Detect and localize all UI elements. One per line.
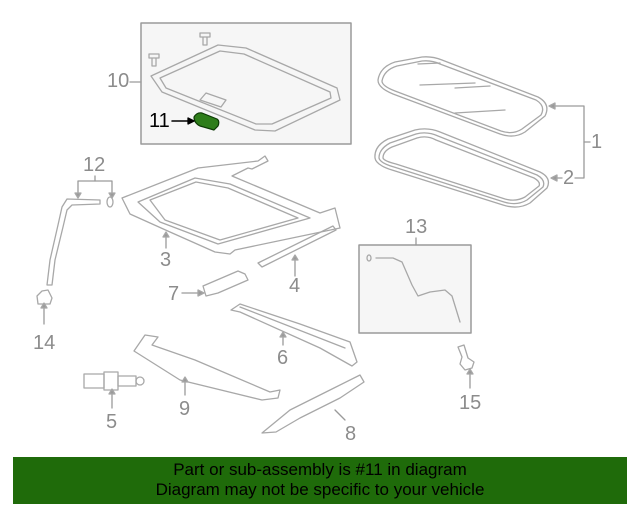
hose-elbow-drawing bbox=[457, 344, 475, 371]
callout-15[interactable]: 15 bbox=[459, 392, 482, 414]
callout-6[interactable]: 6 bbox=[277, 347, 289, 369]
banner-line-1: Part or sub-assembly is #11 in diagram bbox=[173, 460, 467, 479]
screw-icon bbox=[148, 32, 211, 67]
parts-diagram bbox=[36, 22, 591, 434]
deflector-drawing bbox=[257, 225, 337, 268]
callout-9[interactable]: 9 bbox=[179, 398, 191, 420]
callout-3[interactable]: 3 bbox=[160, 249, 172, 271]
banner-line-2: Diagram may not be specific to your vehi… bbox=[155, 480, 485, 499]
rear-drain-hose-box bbox=[358, 244, 472, 334]
motor-drawing bbox=[83, 371, 145, 391]
callout-11[interactable]: 11 bbox=[149, 110, 170, 132]
callout-10[interactable]: 10 bbox=[107, 70, 130, 92]
callout-14[interactable]: 14 bbox=[33, 332, 56, 354]
sunshade-panel-drawing bbox=[150, 44, 341, 132]
callout-2[interactable]: 2 bbox=[563, 167, 575, 189]
drive-cable-drawing bbox=[133, 334, 281, 401]
sunshade-handle-highlighted bbox=[193, 112, 220, 131]
callout-7[interactable]: 7 bbox=[168, 283, 180, 305]
guide-rail-drawing bbox=[261, 374, 365, 434]
callout-13[interactable]: 13 bbox=[405, 216, 428, 238]
info-banner: Part or sub-assembly is #11 in diagram D… bbox=[13, 457, 627, 504]
callout-1[interactable]: 1 bbox=[591, 131, 603, 153]
callout-5[interactable]: 5 bbox=[106, 411, 118, 433]
weatherstrip-drawing bbox=[374, 128, 550, 208]
rear-rail-drawing bbox=[230, 303, 358, 367]
sunroof-glass-drawing bbox=[377, 56, 548, 137]
callout-8[interactable]: 8 bbox=[345, 423, 357, 445]
drain-hose-drawing bbox=[36, 196, 114, 305]
rear-drain-hose-drawing bbox=[366, 254, 461, 323]
sunroof-frame-drawing bbox=[121, 155, 341, 255]
callout-4[interactable]: 4 bbox=[289, 275, 301, 297]
sunshade-group-box bbox=[140, 22, 352, 145]
bracket-drawing bbox=[202, 270, 249, 297]
callout-12[interactable]: 12 bbox=[83, 154, 106, 176]
